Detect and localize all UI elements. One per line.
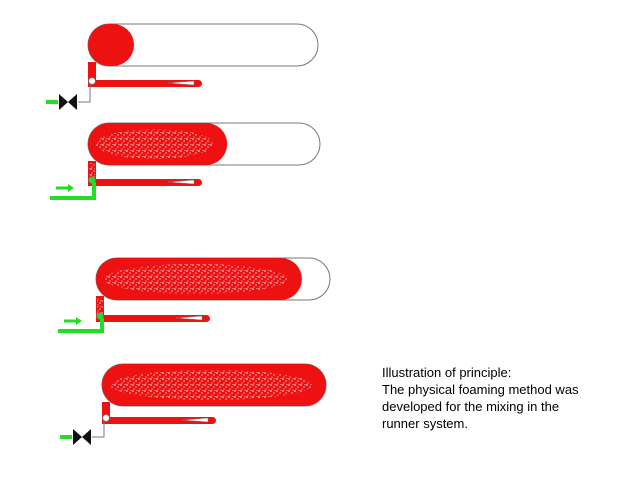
injection-nozzle-marker	[167, 179, 195, 185]
gas-injection-node	[102, 414, 110, 422]
caption-line-1: The physical foaming method was	[382, 382, 579, 397]
gas-supply-line	[58, 318, 104, 333]
injection-nozzle-marker	[175, 315, 203, 321]
melt-fill	[88, 24, 134, 66]
runner	[106, 417, 216, 424]
foam-core	[110, 370, 312, 400]
runner	[100, 315, 210, 322]
shutoff-valve-icon	[59, 94, 77, 110]
gas-supply-line	[50, 182, 96, 200]
sprue-foam	[89, 163, 95, 182]
runner	[92, 179, 202, 186]
shutoff-valve-icon	[73, 429, 91, 445]
gas-flow-arrow	[64, 317, 82, 325]
gas-injection-node	[88, 77, 96, 85]
runner	[92, 80, 202, 87]
stages-layer	[46, 23, 331, 445]
foam-core	[96, 129, 214, 159]
foam-core	[104, 264, 288, 294]
sprue	[102, 402, 110, 424]
process-stage-2	[50, 122, 321, 200]
caption-line-2: developed for the mixing in the	[382, 399, 560, 414]
caption-text: Illustration of principle: The physical …	[382, 364, 622, 432]
gas-supply-line-idle	[92, 420, 105, 438]
caption-line-3: runner system.	[382, 416, 468, 431]
injection-nozzle-marker	[167, 80, 195, 86]
sprue	[88, 62, 96, 87]
process-stage-4	[60, 363, 327, 445]
injection-nozzle-marker	[181, 417, 209, 423]
process-stage-3	[58, 257, 331, 333]
gas-flow-arrow	[56, 184, 74, 192]
sprue-foam	[97, 298, 103, 318]
process-stage-1	[46, 23, 319, 110]
gas-supply-line-idle	[78, 83, 91, 103]
caption-title: Illustration of principle:	[382, 365, 512, 380]
